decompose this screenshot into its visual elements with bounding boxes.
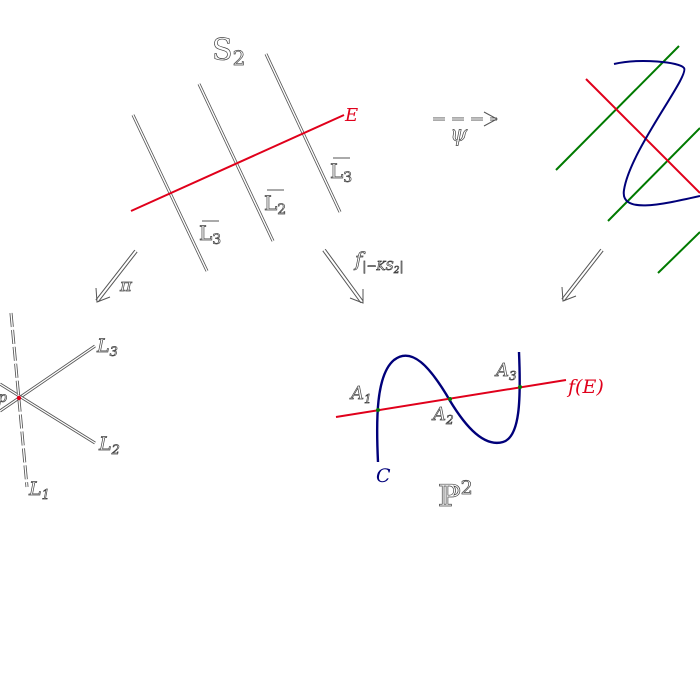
- right-down-arrow: [561, 248, 604, 302]
- green-line-1: [555, 45, 680, 171]
- line-star-panel: p L3 L2 L1: [0, 312, 120, 503]
- star-line-l2: [0, 382, 96, 445]
- point-a3: [518, 385, 522, 389]
- plane-curve-panel: A1 A2 A3 f(E) C ℙ2: [335, 351, 604, 514]
- green-line-3: [657, 231, 700, 274]
- star-line-l3: [0, 344, 96, 413]
- f-label: f|−KS2|: [353, 247, 403, 276]
- psi-label: ψ: [450, 122, 468, 147]
- line-label-l2: L2: [264, 191, 286, 218]
- label-a2: A2: [431, 404, 454, 427]
- f-arrow: f|−KS2|: [322, 247, 404, 304]
- right-panel: [555, 45, 700, 274]
- exceptional-curve-e: [130, 114, 345, 212]
- label-curve-c: C: [376, 465, 391, 487]
- surface-line-middle: [197, 83, 275, 242]
- star-label-l1: L1: [28, 478, 50, 503]
- red-line-right: [585, 78, 700, 194]
- blue-curve-right: [613, 60, 700, 207]
- green-line-2: [607, 127, 700, 222]
- star-label-p: p: [0, 390, 7, 406]
- cubic-curve-c: [375, 351, 521, 463]
- point-a1: [376, 408, 380, 412]
- label-f-e: f(E): [566, 376, 604, 398]
- star-center-point: [16, 395, 22, 401]
- star-label-l3: L3: [96, 335, 118, 360]
- line-label-l3-right: L3: [330, 159, 352, 186]
- surface-s2-panel: S2 E L3 L2 L3: [130, 33, 358, 272]
- psi-arrow: ψ: [433, 111, 499, 147]
- star-label-l2: L2: [98, 433, 120, 458]
- exceptional-label: E: [344, 105, 358, 126]
- pi-label: π: [119, 275, 133, 296]
- surface-label: S2: [212, 33, 245, 70]
- label-a1: A1: [349, 383, 372, 406]
- point-a2: [448, 397, 452, 401]
- label-a3: A3: [494, 360, 517, 383]
- pi-arrow: π: [95, 249, 138, 303]
- line-label-l3-left: L3: [199, 221, 221, 248]
- label-projective-plane: ℙ2: [438, 477, 473, 514]
